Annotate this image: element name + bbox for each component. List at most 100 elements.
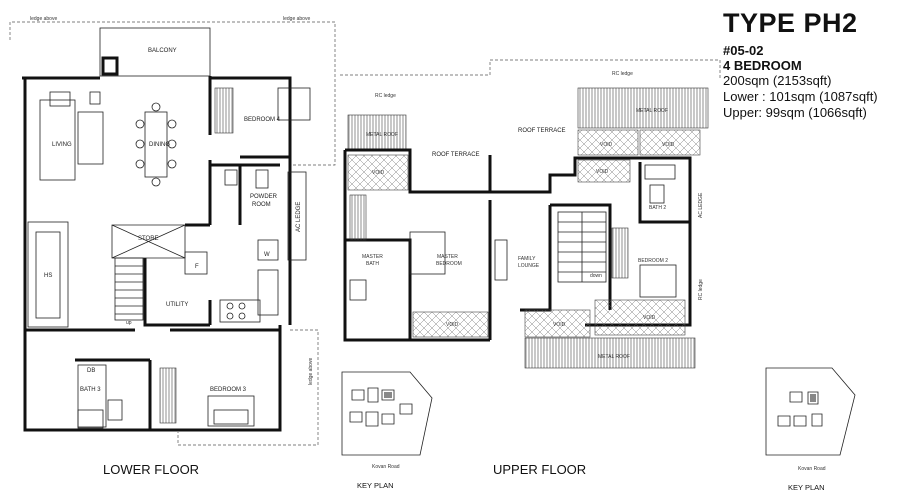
living-sofa-area — [39, 99, 76, 181]
area-lower: Lower : 101sqm (1087sqft) — [723, 89, 878, 104]
key-plan-2-road: Kovan Road — [798, 466, 826, 472]
roof-terrace-label-2: ROOF TERRACE — [432, 152, 480, 158]
dining-table — [144, 111, 168, 178]
key-plan-2-caption: KEY PLAN — [788, 483, 825, 492]
master-wardrobe — [349, 194, 367, 241]
void-area-4 — [412, 311, 489, 338]
living-label: LIVING — [52, 142, 72, 148]
metal-roof-label-1: METAL ROOF — [636, 108, 668, 114]
fridge-label: F — [195, 264, 199, 270]
utility-label: UTILITY — [166, 302, 188, 308]
bedroom2-wardrobe — [611, 227, 629, 279]
family-lounge-label-2: LOUNGE — [518, 263, 540, 269]
area-total: 200sqm (2153sqft) — [723, 73, 832, 88]
void-label-2: VOID — [600, 142, 613, 148]
metal-roof-bottom — [524, 337, 696, 369]
washer — [257, 239, 279, 261]
ledge-outline-bottom — [177, 329, 319, 446]
unit-info-panel: TYPE PH2 #05-02 4 BEDROOM 200sqm (2153sq… — [721, 8, 886, 121]
lower-interior-walls — [25, 78, 290, 430]
bath2-label: BATH 2 — [649, 205, 666, 211]
ledge-outline-top — [9, 21, 336, 166]
bedroom4-label: BEDROOM 4 — [244, 117, 281, 123]
void-area-5 — [524, 309, 591, 338]
family-sofa — [494, 239, 508, 281]
lower-stair — [114, 257, 144, 321]
bedroom2-label: BEDROOM 2 — [638, 258, 668, 264]
master-bed — [409, 231, 446, 275]
kitchen-counter — [257, 269, 279, 316]
bedroom-count: 4 BEDROOM — [723, 58, 802, 73]
bedroom3-label: BEDROOM 3 — [210, 387, 247, 393]
upper-floor-plan: RC ledge RC ledge RC ledge METAL ROOF ME… — [340, 59, 721, 477]
void-area-3 — [639, 129, 701, 156]
bedroom3-bed — [207, 395, 255, 427]
void-label-6: VOID — [643, 315, 656, 321]
master-bath-toilet — [349, 279, 367, 301]
upper-floor-caption: UPPER FLOOR — [493, 462, 586, 477]
hob — [219, 299, 261, 323]
powder-room-label-1: POWDER — [250, 194, 278, 200]
fridge — [184, 251, 208, 275]
bath3-label: BATH 3 — [80, 387, 101, 393]
stair-up-label: up — [126, 320, 132, 326]
db-label: DB — [87, 368, 95, 374]
rc-ledge-label-1: RC ledge — [375, 93, 396, 99]
rc-ledge-outline — [340, 59, 721, 80]
bath3-area — [77, 364, 107, 428]
family-lounge-label-1: FAMILY — [518, 256, 536, 262]
master-bedroom-label-1: MASTER — [437, 254, 458, 260]
hs-label: HS — [44, 273, 52, 279]
unit-type-title: TYPE PH2 — [723, 8, 858, 38]
void-area-1 — [347, 154, 409, 191]
key-plan-1-caption: KEY PLAN — [357, 481, 394, 490]
master-bath-label-2: BATH — [366, 261, 379, 267]
upper-ac-ledge-label: AC LEDGE — [698, 192, 704, 218]
balcony-area — [99, 27, 211, 77]
unit-number: #05-02 — [723, 43, 764, 58]
ledge-above-label-3: ledge above — [308, 358, 314, 385]
living-sofa — [77, 111, 104, 165]
void-area-6 — [594, 299, 686, 336]
store-label: STORE — [138, 236, 159, 242]
washer-label: W — [264, 252, 270, 258]
bath2-toilet — [649, 184, 665, 204]
key-plan-2: Kovan Road KEY PLAN — [765, 367, 856, 492]
void-area-7 — [577, 159, 631, 183]
dining-label: DINING — [149, 142, 170, 148]
side-table — [89, 91, 101, 105]
void-label-3: VOID — [662, 142, 675, 148]
key-plan-1-road: Kovan Road — [372, 464, 400, 470]
metal-roof-left — [347, 114, 407, 151]
stair-down-label: down — [590, 273, 602, 279]
rc-ledge-label-2: RC ledge — [612, 71, 633, 77]
bath2-basin — [644, 164, 676, 180]
void-label-7: VOID — [596, 169, 609, 175]
powder-room-label-2: ROOM — [252, 202, 271, 208]
ac-ledge-area — [287, 171, 307, 261]
master-bedroom-label-2: BEDROOM — [436, 261, 462, 267]
ac-ledge-label: AC LEDGE — [296, 202, 302, 232]
ledge-above-label-2: ledge above — [283, 16, 310, 22]
household-shelter — [27, 221, 69, 328]
lower-outer-walls — [22, 76, 292, 432]
bath3-toilet — [107, 399, 123, 421]
rc-ledge-label-3: RC ledge — [698, 279, 704, 300]
balcony-column — [101, 56, 119, 76]
void-label-1: VOID — [372, 170, 385, 176]
armchair — [49, 91, 71, 107]
void-label-5: VOID — [553, 322, 566, 328]
metal-roof-label-3: METAL ROOF — [598, 354, 630, 360]
void-area-2 — [577, 129, 639, 156]
lower-floor-caption: LOWER FLOOR — [103, 462, 199, 477]
void-label-4: VOID — [446, 322, 459, 328]
bedroom3-wardrobe — [159, 367, 177, 424]
area-upper: Upper: 99sqm (1066sqft) — [723, 105, 867, 120]
master-bath-label-1: MASTER — [362, 254, 383, 260]
bedroom4-wardrobe — [214, 87, 234, 134]
bedroom2-bed — [639, 264, 677, 298]
key-plan-1: Kovan Road KEY PLAN — [341, 371, 433, 490]
bedroom4-bed — [277, 87, 311, 121]
metal-roof-label-2: METAL ROOF — [366, 132, 398, 138]
